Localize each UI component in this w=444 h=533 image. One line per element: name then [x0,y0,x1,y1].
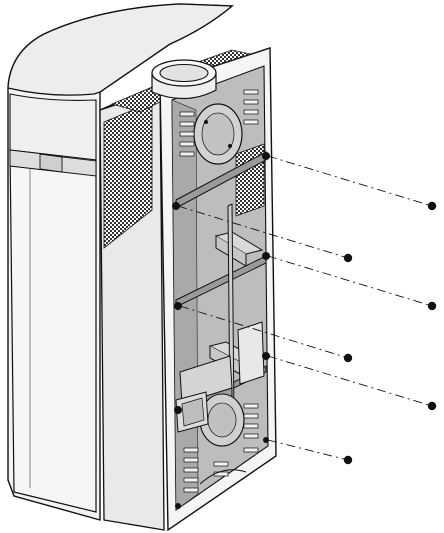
leader-lines [177,155,433,461]
lower-vent-slots [183,403,259,493]
fastener-points [172,152,270,509]
lower-fan [175,391,245,447]
leader-line-4 [179,305,349,359]
callout-dot-4 [343,353,353,363]
flue-pipe [151,59,217,100]
leader-line-5 [267,355,433,407]
callout-dot-3 [427,301,437,311]
front-cabinet [7,3,234,521]
leader-line-3 [267,255,433,307]
callout-dots [343,201,437,465]
callout-dot-6 [343,455,353,465]
callout-dot-2 [343,253,353,263]
callout-dot-5 [427,401,437,411]
upper-fan [193,103,243,165]
leader-line-1 [267,155,433,207]
callout-dot-1 [427,201,437,211]
base-arc [199,469,247,485]
upper-vent-slots [179,89,259,157]
leader-line-6 [267,439,349,461]
